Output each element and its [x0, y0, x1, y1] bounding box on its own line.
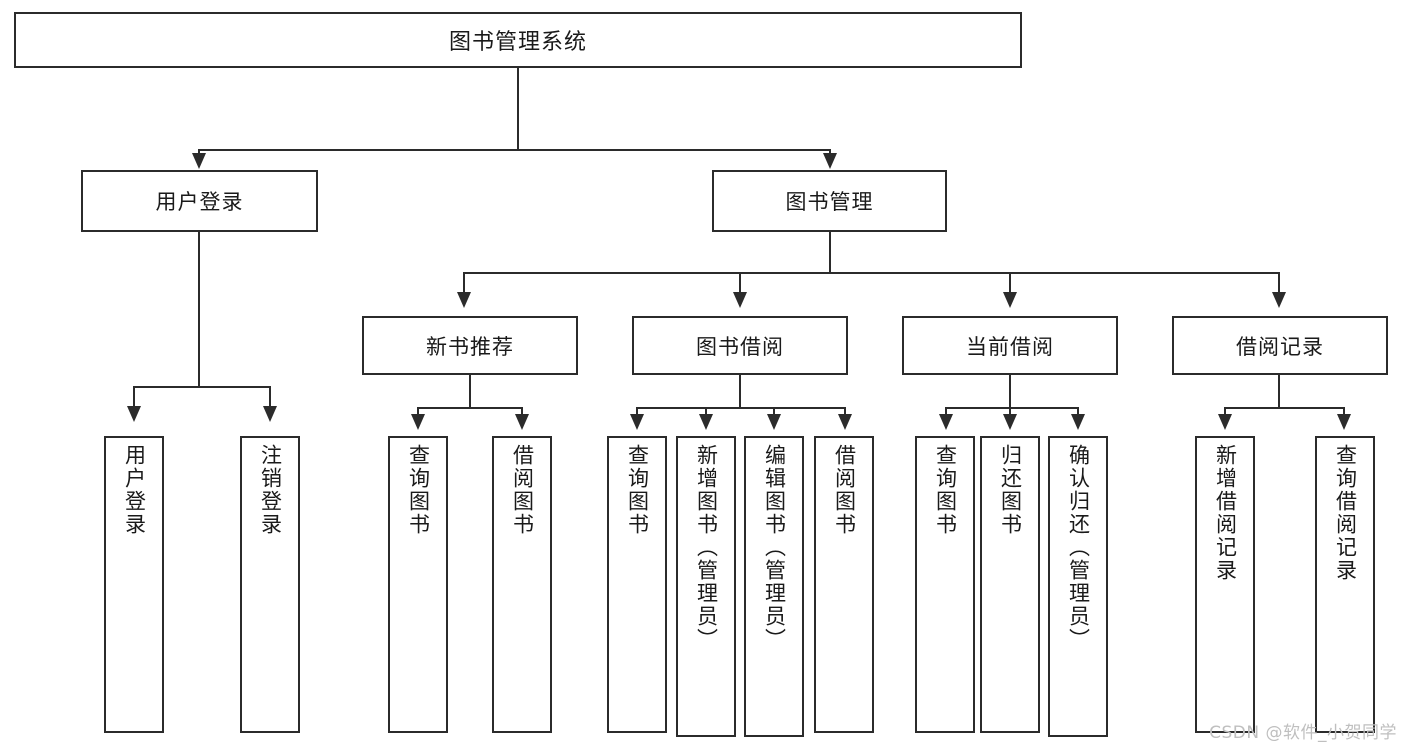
connector-br-stem: [1278, 375, 1280, 408]
connector-user-login-drop-1: [133, 386, 135, 410]
connector-bb-drop-1: [636, 407, 638, 419]
arrow-icon-cb-leaf-2: [1003, 414, 1017, 430]
connector-nbr-stem: [469, 375, 471, 408]
connector-nbr-bus: [417, 407, 522, 409]
arrow-icon-nbr-leaf-2: [515, 414, 529, 430]
connector-nbr-drop-2: [521, 407, 523, 419]
arrow-icon-nbr-leaf-1: [411, 414, 425, 430]
node-label: 新增图书（管理员）: [694, 444, 719, 651]
arrow-icon-to-book-management: [823, 153, 837, 169]
connector-cb-drop-3: [1077, 407, 1079, 419]
connector-user-login-drop-2: [269, 386, 271, 410]
leaf-br-add-record[interactable]: 新增借阅记录: [1195, 436, 1255, 733]
leaf-br-query-record[interactable]: 查询借阅记录: [1315, 436, 1375, 733]
connector-br-bus: [1224, 407, 1344, 409]
connector-user-login-stem: [198, 232, 200, 387]
leaf-bb-add-book-admin[interactable]: 新增图书（管理员）: [676, 436, 736, 737]
connector-bb-drop-2: [705, 407, 707, 419]
arrow-icon-cb-leaf-3: [1071, 414, 1085, 430]
node-label: 借阅记录: [1236, 334, 1324, 359]
node-label: 查询图书: [625, 444, 650, 536]
arrow-icon-bb-leaf-2: [699, 414, 713, 430]
leaf-bb-borrow-book[interactable]: 借阅图书: [814, 436, 874, 733]
connector-root-bus: [198, 149, 830, 151]
connector-cb-drop-1: [945, 407, 947, 419]
node-label: 新书推荐: [426, 334, 514, 359]
node-label: 图书借阅: [696, 334, 784, 359]
connector-bm-drop-1: [463, 272, 465, 296]
arrow-icon-user-login-leaf-1: [127, 406, 141, 422]
connector-bm-drop-4: [1278, 272, 1280, 296]
node-label: 图书管理系统: [448, 30, 587, 55]
arrow-icon-to-current-borrow: [1003, 292, 1017, 308]
connector-bb-stem: [739, 375, 741, 408]
connector-bm-drop-2: [739, 272, 741, 296]
node-label: 注销登录: [258, 444, 283, 536]
node-label: 用户登录: [155, 190, 244, 214]
node-root-book-management-system[interactable]: 图书管理系统: [14, 12, 1022, 68]
node-book-management[interactable]: 图书管理: [712, 170, 947, 232]
leaf-bb-edit-book-admin[interactable]: 编辑图书（管理员）: [744, 436, 804, 737]
connector-br-drop-1: [1224, 407, 1226, 419]
connector-bb-drop-3: [773, 407, 775, 419]
arrow-icon-bb-leaf-4: [838, 414, 852, 430]
connector-book-management-stem: [829, 232, 831, 273]
leaf-user-login-logout[interactable]: 注销登录: [240, 436, 300, 733]
leaf-cb-return-book[interactable]: 归还图书: [980, 436, 1040, 733]
node-label: 用户登录: [122, 444, 147, 536]
arrow-icon-to-book-borrow: [733, 292, 747, 308]
leaf-cb-confirm-return-admin[interactable]: 确认归还（管理员）: [1048, 436, 1108, 737]
arrow-icon-to-new-book-recommend: [457, 292, 471, 308]
leaf-bb-query-book[interactable]: 查询图书: [607, 436, 667, 733]
connector-bb-bus: [636, 407, 845, 409]
node-label: 借阅图书: [510, 444, 535, 536]
connector-root-stem: [517, 68, 519, 150]
node-borrow-record[interactable]: 借阅记录: [1172, 316, 1388, 375]
arrow-icon-bb-leaf-3: [767, 414, 781, 430]
node-user-login[interactable]: 用户登录: [81, 170, 318, 232]
leaf-nbr-query-book[interactable]: 查询图书: [388, 436, 448, 733]
connector-bm-drop-3: [1009, 272, 1011, 296]
leaf-user-login-login[interactable]: 用户登录: [104, 436, 164, 733]
node-label: 借阅图书: [832, 444, 857, 536]
watermark-text: CSDN @软件_小贺同学: [1209, 723, 1397, 743]
node-label: 查询图书: [933, 444, 958, 536]
node-label: 确认归还（管理员）: [1066, 444, 1091, 651]
node-new-book-recommend[interactable]: 新书推荐: [362, 316, 578, 375]
node-label: 图书管理: [785, 190, 874, 214]
connector-cb-drop-2: [1009, 407, 1011, 419]
connector-br-drop-2: [1343, 407, 1345, 419]
node-label: 编辑图书（管理员）: [762, 444, 787, 651]
arrow-icon-bb-leaf-1: [630, 414, 644, 430]
node-label: 归还图书: [998, 444, 1023, 536]
connector-nbr-drop-1: [417, 407, 419, 419]
node-book-borrow[interactable]: 图书借阅: [632, 316, 848, 375]
arrow-icon-cb-leaf-1: [939, 414, 953, 430]
connector-cb-stem: [1009, 375, 1011, 408]
arrow-icon-to-borrow-record: [1272, 292, 1286, 308]
node-label: 查询图书: [406, 444, 431, 536]
arrow-icon-user-login-leaf-2: [263, 406, 277, 422]
leaf-cb-query-book[interactable]: 查询图书: [915, 436, 975, 733]
node-label: 查询借阅记录: [1333, 444, 1358, 582]
arrow-icon-br-leaf-2: [1337, 414, 1351, 430]
connector-bb-drop-4: [844, 407, 846, 419]
arrow-icon-br-leaf-1: [1218, 414, 1232, 430]
leaf-nbr-borrow-book[interactable]: 借阅图书: [492, 436, 552, 733]
arrow-icon-to-user-login: [192, 153, 206, 169]
connector-book-management-bus: [463, 272, 1279, 274]
node-label: 新增借阅记录: [1213, 444, 1238, 582]
connector-user-login-bus: [133, 386, 270, 388]
node-label: 当前借阅: [966, 334, 1054, 359]
node-current-borrow[interactable]: 当前借阅: [902, 316, 1118, 375]
connector-cb-bus: [945, 407, 1078, 409]
